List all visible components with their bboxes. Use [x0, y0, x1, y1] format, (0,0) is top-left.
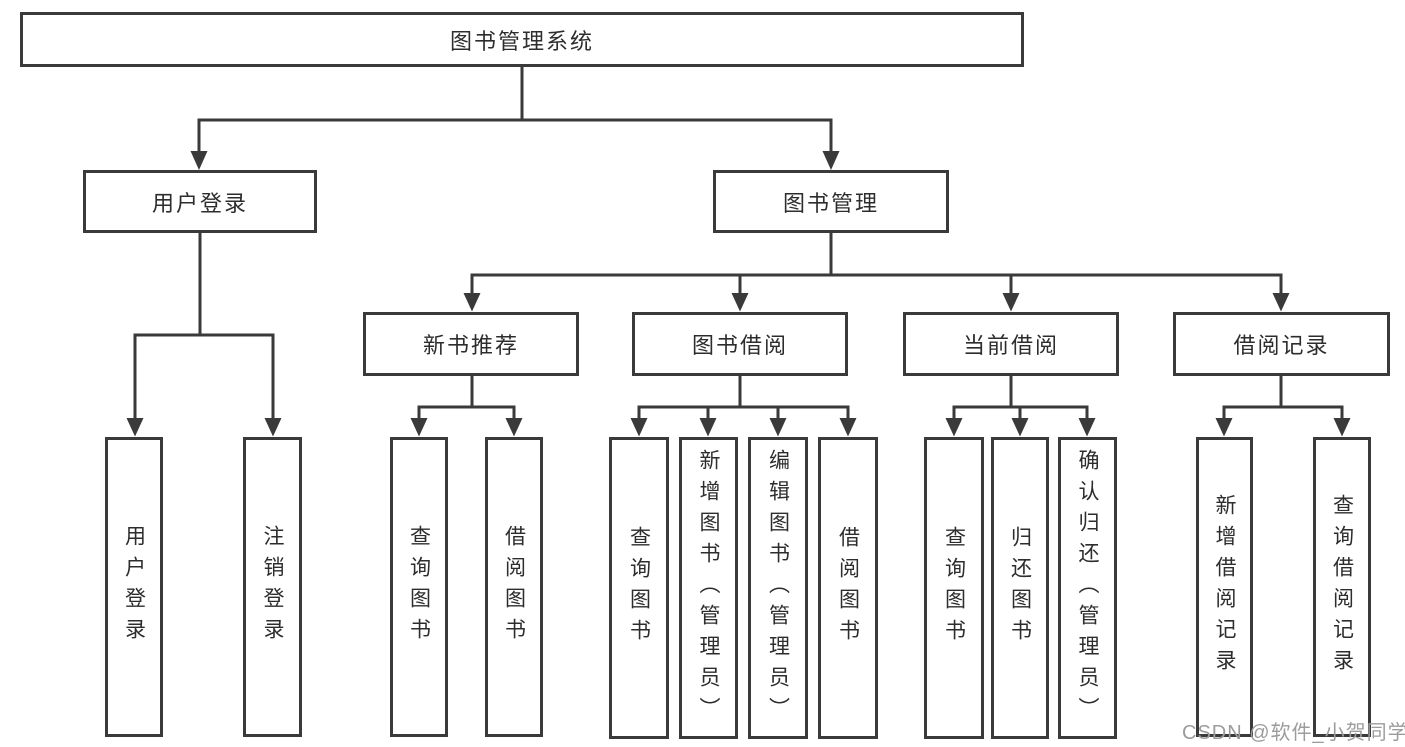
leaf-edit-books-admin: 编辑图书（管理员）	[748, 437, 808, 739]
node-library-management-system: 图书管理系统	[20, 12, 1024, 67]
watermark: CSDN @软件_小贺同学	[1182, 722, 1405, 744]
leaf-add-books-admin: 新增图书（管理员）	[679, 437, 738, 739]
leaf-query-borrow-record: 查询借阅记录	[1313, 437, 1371, 737]
leaf-borrow-books: 借阅图书	[818, 437, 878, 739]
node-new-book-recommend: 新书推荐	[363, 312, 579, 376]
leaf-logout: 注销登录	[243, 437, 302, 737]
node-current-borrowing: 当前借阅	[903, 312, 1119, 376]
leaf-return-books: 归还图书	[991, 437, 1049, 739]
leaf-borrow-books-recommend: 借阅图书	[485, 437, 543, 737]
leaf-user-login: 用户登录	[105, 437, 163, 737]
leaf-query-books-current: 查询图书	[924, 437, 984, 739]
leaf-confirm-return-admin: 确认归还（管理员）	[1058, 437, 1117, 739]
node-borrow-records: 借阅记录	[1173, 312, 1390, 376]
leaf-add-borrow-record: 新增借阅记录	[1196, 437, 1253, 737]
node-book-borrowing: 图书借阅	[632, 312, 848, 376]
leaf-query-books-recommend: 查询图书	[390, 437, 448, 737]
leaf-query-books-borrow: 查询图书	[609, 437, 669, 739]
node-user-login: 用户登录	[83, 170, 317, 233]
node-book-management: 图书管理	[713, 170, 949, 233]
